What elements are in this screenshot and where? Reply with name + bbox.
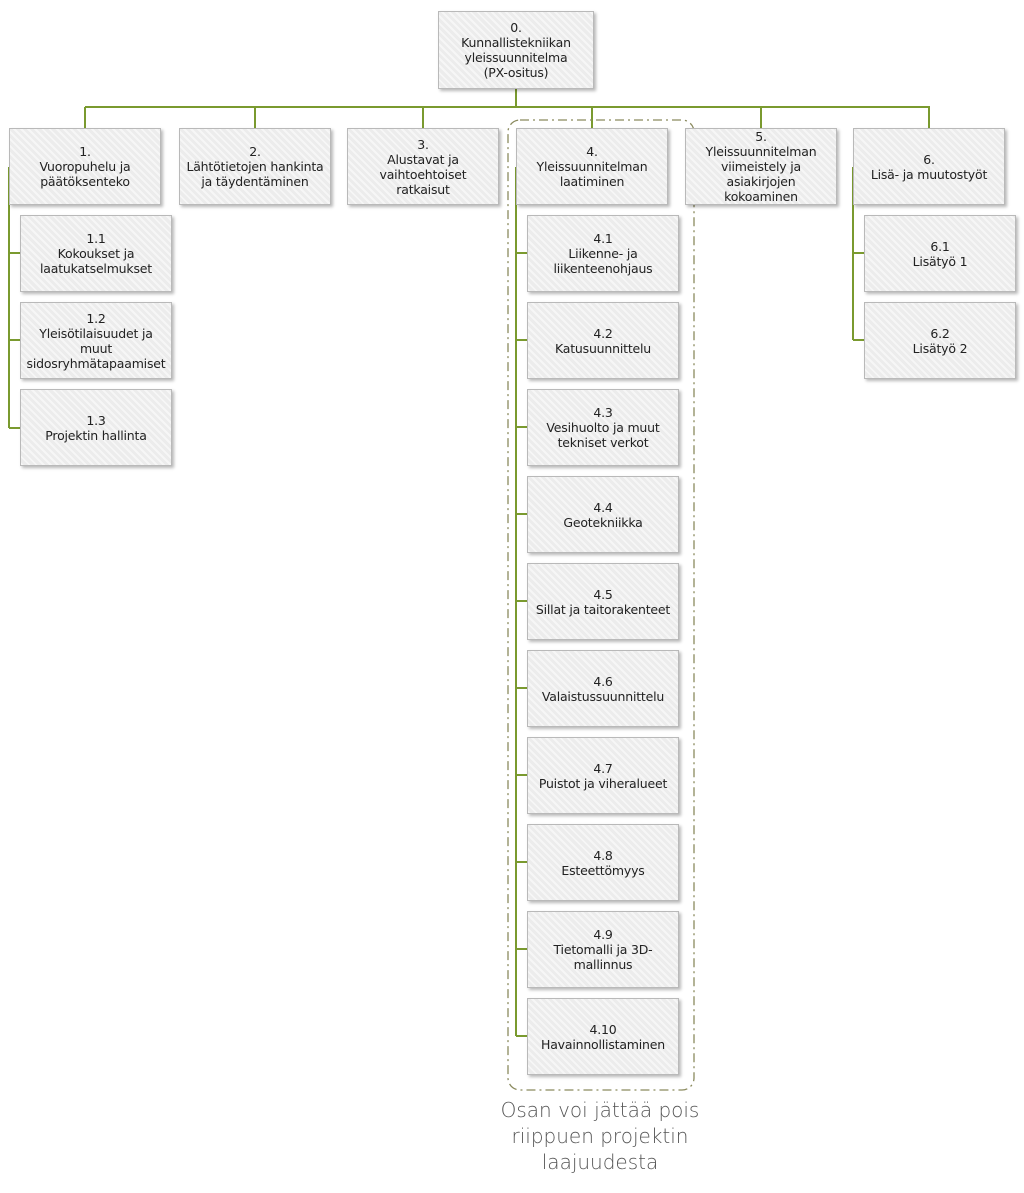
node-1-1: 1.1 Kokoukset ja laatukatselmukset [20, 215, 172, 292]
node-4-6-label: 4.6 Valaistussuunnittelu [541, 673, 665, 704]
node-1-2: 1.2 Yleisötilaisuudet ja muut sidosryhmä… [20, 302, 172, 379]
node-4-3: 4.3 Vesihuolto ja muut tekniset verkot [527, 389, 679, 466]
node-5: 5. Yleissuunnitelman viimeistely ja asia… [685, 128, 837, 205]
node-root: 0. Kunnallistekniikan yleissuunnitelma (… [438, 11, 594, 89]
node-4-1-label: 4.1 Liikenne- ja liikenteenohjaus [553, 231, 653, 276]
node-2-label: 2. Lähtötietojen hankinta ja täydentämin… [186, 144, 324, 189]
node-4-5: 4.5 Sillat ja taitorakenteet [527, 563, 679, 640]
node-6-1: 6.1 Lisätyö 1 [864, 215, 1016, 292]
node-4-7-label: 4.7 Puistot ja viheralueet [538, 760, 668, 791]
node-root-label: 0. Kunnallistekniikan yleissuunnitelma (… [461, 20, 571, 80]
node-4-10: 4.10 Havainnollistaminen [527, 998, 679, 1075]
node-1-3: 1.3 Projektin hallinta [20, 389, 172, 466]
node-3: 3. Alustavat ja vaihtoehtoiset ratkaisut [347, 128, 499, 205]
node-4-4-label: 4.4 Geotekniikka [563, 499, 643, 530]
node-5-label: 5. Yleissuunnitelman viimeistely ja asia… [705, 129, 817, 204]
node-2: 2. Lähtötietojen hankinta ja täydentämin… [179, 128, 331, 205]
optional-items-dashed-frame [507, 119, 695, 1091]
node-4-8-label: 4.8 Esteettömyys [561, 847, 645, 878]
node-1-label: 1. Vuoropuhelu ja päätöksenteko [39, 144, 131, 189]
node-6-1-label: 6.1 Lisätyö 1 [912, 238, 968, 269]
node-4-8: 4.8 Esteettömyys [527, 824, 679, 901]
node-4-10-label: 4.10 Havainnollistaminen [541, 1021, 665, 1052]
node-4-9-label: 4.9 Tietomalli ja 3D- mallinnus [553, 927, 653, 972]
node-4-2-label: 4.2 Katusuunnittelu [554, 325, 652, 356]
node-4-label: 4. Yleissuunnitelman laatiminen [536, 144, 648, 189]
node-1-1-label: 1.1 Kokoukset ja laatukatselmukset [40, 231, 152, 276]
node-4-5-label: 4.5 Sillat ja taitorakenteet [535, 586, 671, 617]
node-4: 4. Yleissuunnitelman laatiminen [516, 128, 668, 205]
node-4-6: 4.6 Valaistussuunnittelu [527, 650, 679, 727]
node-1: 1. Vuoropuhelu ja päätöksenteko [9, 128, 161, 205]
node-6: 6. Lisä- ja muutostyöt [853, 128, 1005, 205]
node-4-7: 4.7 Puistot ja viheralueet [527, 737, 679, 814]
node-4-3-label: 4.3 Vesihuolto ja muut tekniset verkot [546, 405, 660, 450]
node-1-2-label: 1.2 Yleisötilaisuudet ja muut sidosryhmä… [26, 310, 166, 371]
node-1-3-label: 1.3 Projektin hallinta [45, 412, 147, 443]
node-4-9: 4.9 Tietomalli ja 3D- mallinnus [527, 911, 679, 988]
node-4-1: 4.1 Liikenne- ja liikenteenohjaus [527, 215, 679, 292]
node-6-2-label: 6.2 Lisätyö 2 [912, 325, 968, 356]
optional-items-note: Osan voi jättää pois riippuen projektin … [500, 1098, 700, 1174]
node-6-2: 6.2 Lisätyö 2 [864, 302, 1016, 379]
node-4-4: 4.4 Geotekniikka [527, 476, 679, 553]
node-4-2: 4.2 Katusuunnittelu [527, 302, 679, 379]
node-6-label: 6. Lisä- ja muutostyöt [870, 151, 988, 182]
node-3-label: 3. Alustavat ja vaihtoehtoiset ratkaisut [379, 136, 467, 197]
